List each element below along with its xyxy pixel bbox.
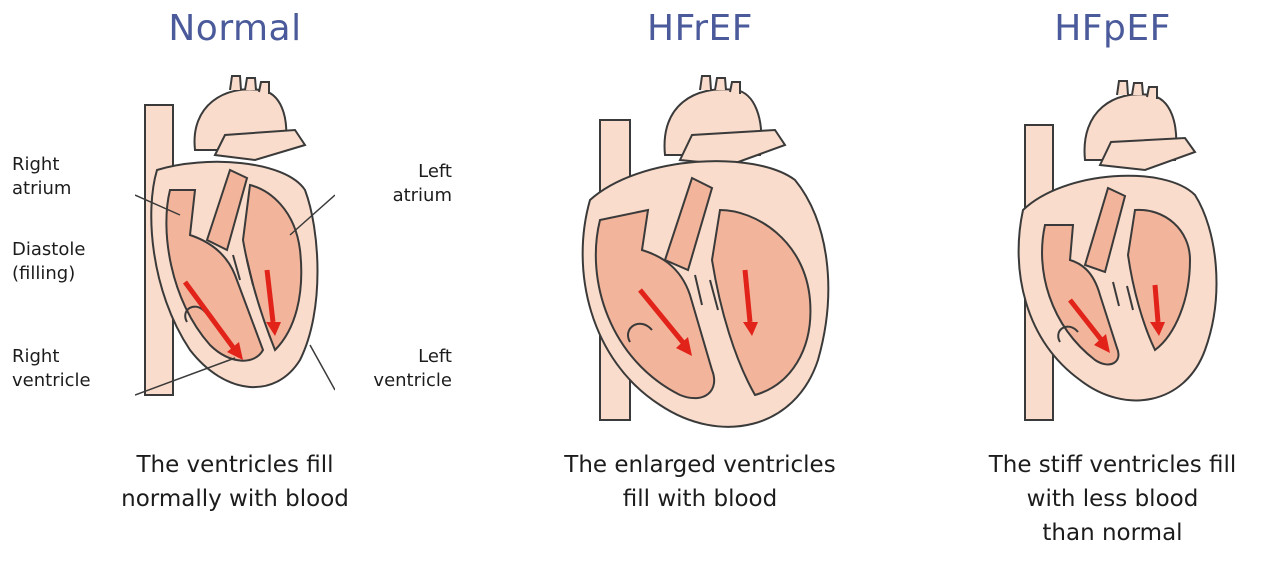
heart-hfpef-illustration (1005, 60, 1235, 430)
heart-normal-illustration (135, 60, 335, 410)
caption-hfpef: The stiff ventricles fill with less bloo… (955, 448, 1270, 550)
heart-hfref-illustration (570, 60, 840, 440)
panel-hfpef: HFpEF The stiff ventricles fill with les… (955, 0, 1270, 561)
caption-hfref: The enlarged ventricles fill with blood (500, 448, 900, 516)
panel-title-hfpef: HFpEF (955, 8, 1270, 49)
panel-title-hfref: HFrEF (500, 8, 900, 49)
caption-normal: The ventricles fill normally with blood (0, 448, 470, 516)
label-diastole: Diastole(filling) (12, 238, 85, 286)
panel-hfref: HFrEF The enlarged ventricles fill with … (500, 0, 900, 561)
panel-title-normal: Normal (0, 8, 470, 49)
